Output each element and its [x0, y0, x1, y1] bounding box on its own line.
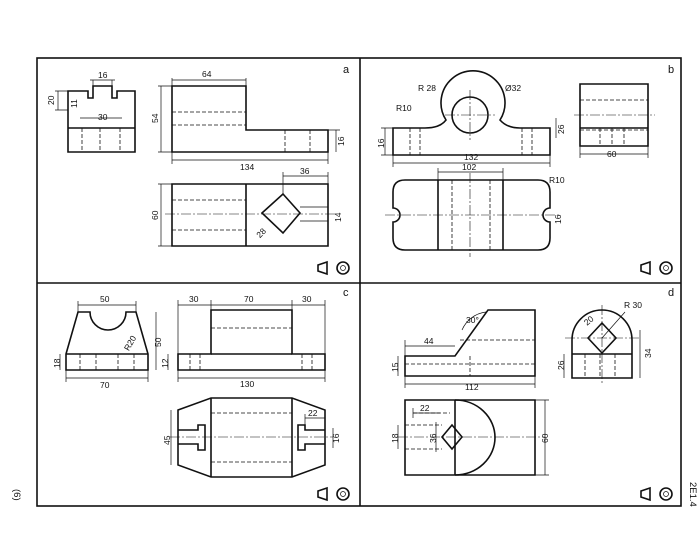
left-margin-note: (6) — [11, 489, 22, 501]
dim-a-6: 54 — [150, 113, 160, 123]
dim-d-3: 15 — [390, 362, 400, 372]
projection-symbol-d — [640, 486, 673, 502]
sheet-frame — [36, 57, 682, 507]
panel-a-top-view: 36 60 28 14 — [150, 166, 343, 247]
dim-a-7: 16 — [336, 136, 346, 146]
dim-c-2: R20 — [122, 334, 139, 353]
dim-d-4: 112 — [465, 382, 479, 392]
panel-d-side-view: 20 R 30 26 34 — [556, 300, 653, 385]
panel-c: c 50 R20 50 18 70 30 70 30 1 — [52, 287, 350, 502]
dim-a-1: 16 — [98, 70, 108, 80]
panel-d: d 30° 44 15 112 20 R 30 26 — [390, 287, 674, 502]
dim-d-11: 36 — [428, 433, 438, 443]
projection-symbol-a — [317, 260, 350, 276]
dim-a-10: 60 — [150, 210, 160, 220]
dim-c-5: 70 — [100, 380, 110, 390]
dim-c-11: 22 — [308, 408, 318, 418]
panel-b-side-view: 60 — [574, 83, 655, 159]
dim-b-3: R10 — [396, 103, 412, 113]
dim-c-13: 16 — [331, 433, 341, 443]
dim-b-8: 102 — [462, 162, 476, 172]
dim-b-10: 16 — [553, 214, 563, 224]
panel-b: b R 28 Ø32 R10 16 26 132 60 — [376, 64, 674, 276]
dim-a-3: 11 — [69, 99, 79, 108]
dim-b-9: R10 — [549, 175, 565, 185]
panel-a-front-view: 64 54 16 134 — [150, 69, 346, 172]
dim-c-8: 30 — [302, 294, 312, 304]
dim-d-2: 44 — [424, 336, 434, 346]
dim-d-1: 30° — [466, 315, 479, 325]
dim-c-7: 70 — [244, 294, 254, 304]
dim-b-7: 60 — [607, 149, 617, 159]
panel-d-label: d — [668, 287, 674, 299]
dim-b-6: 132 — [464, 152, 478, 162]
panel-b-label: b — [668, 64, 674, 76]
dim-b-5: 26 — [556, 124, 566, 134]
panel-b-front-view: R 28 Ø32 R10 16 26 132 — [376, 70, 566, 167]
dim-a-8: 134 — [240, 162, 254, 172]
dim-a-9: 36 — [300, 166, 310, 176]
panel-d-top-view: 22 18 36 60 — [390, 399, 550, 476]
projection-symbol-b — [640, 260, 673, 276]
dim-d-8: 34 — [643, 348, 653, 358]
dim-c-4: 18 — [52, 358, 62, 368]
right-margin-note: 2E1.4 — [687, 482, 698, 507]
dim-b-1: R 28 — [418, 83, 436, 93]
panel-a: a 16 20 11 30 64 54 16 134 — [46, 64, 350, 276]
dim-b-2: Ø32 — [505, 83, 521, 93]
panel-c-front-view: 30 70 30 12 130 — [160, 294, 326, 389]
panel-d-front-view: 30° 44 15 112 — [390, 309, 536, 392]
dim-d-7: 26 — [556, 360, 566, 370]
dim-d-12: 60 — [540, 433, 550, 443]
dim-d-10: 18 — [390, 433, 400, 443]
dim-d-6: R 30 — [624, 300, 642, 310]
panel-a-label: a — [343, 64, 350, 76]
dim-b-4: 16 — [376, 138, 386, 148]
dim-c-6: 30 — [189, 294, 199, 304]
dim-c-1: 50 — [100, 294, 110, 304]
dim-c-3: 50 — [153, 337, 163, 347]
panel-c-label: c — [343, 287, 349, 299]
dim-a-5: 64 — [202, 69, 212, 79]
projection-symbol-c — [317, 486, 350, 502]
dim-a-2: 20 — [46, 95, 56, 105]
panel-c-top-view: 22 45 16 — [162, 397, 341, 478]
dim-a-11: 28 — [254, 226, 268, 240]
panel-c-side-view: 50 R20 50 18 70 — [52, 294, 163, 390]
dim-d-9: 22 — [420, 403, 430, 413]
panel-b-top-view: 102 R10 16 — [385, 162, 565, 257]
dim-c-9: 12 — [160, 358, 170, 368]
dim-a-12: 14 — [333, 212, 343, 222]
panel-a-side-view: 16 20 11 30 — [46, 70, 136, 153]
dim-c-12: 45 — [162, 435, 172, 445]
dim-c-10: 130 — [240, 379, 254, 389]
dim-a-4: 30 — [98, 112, 108, 122]
